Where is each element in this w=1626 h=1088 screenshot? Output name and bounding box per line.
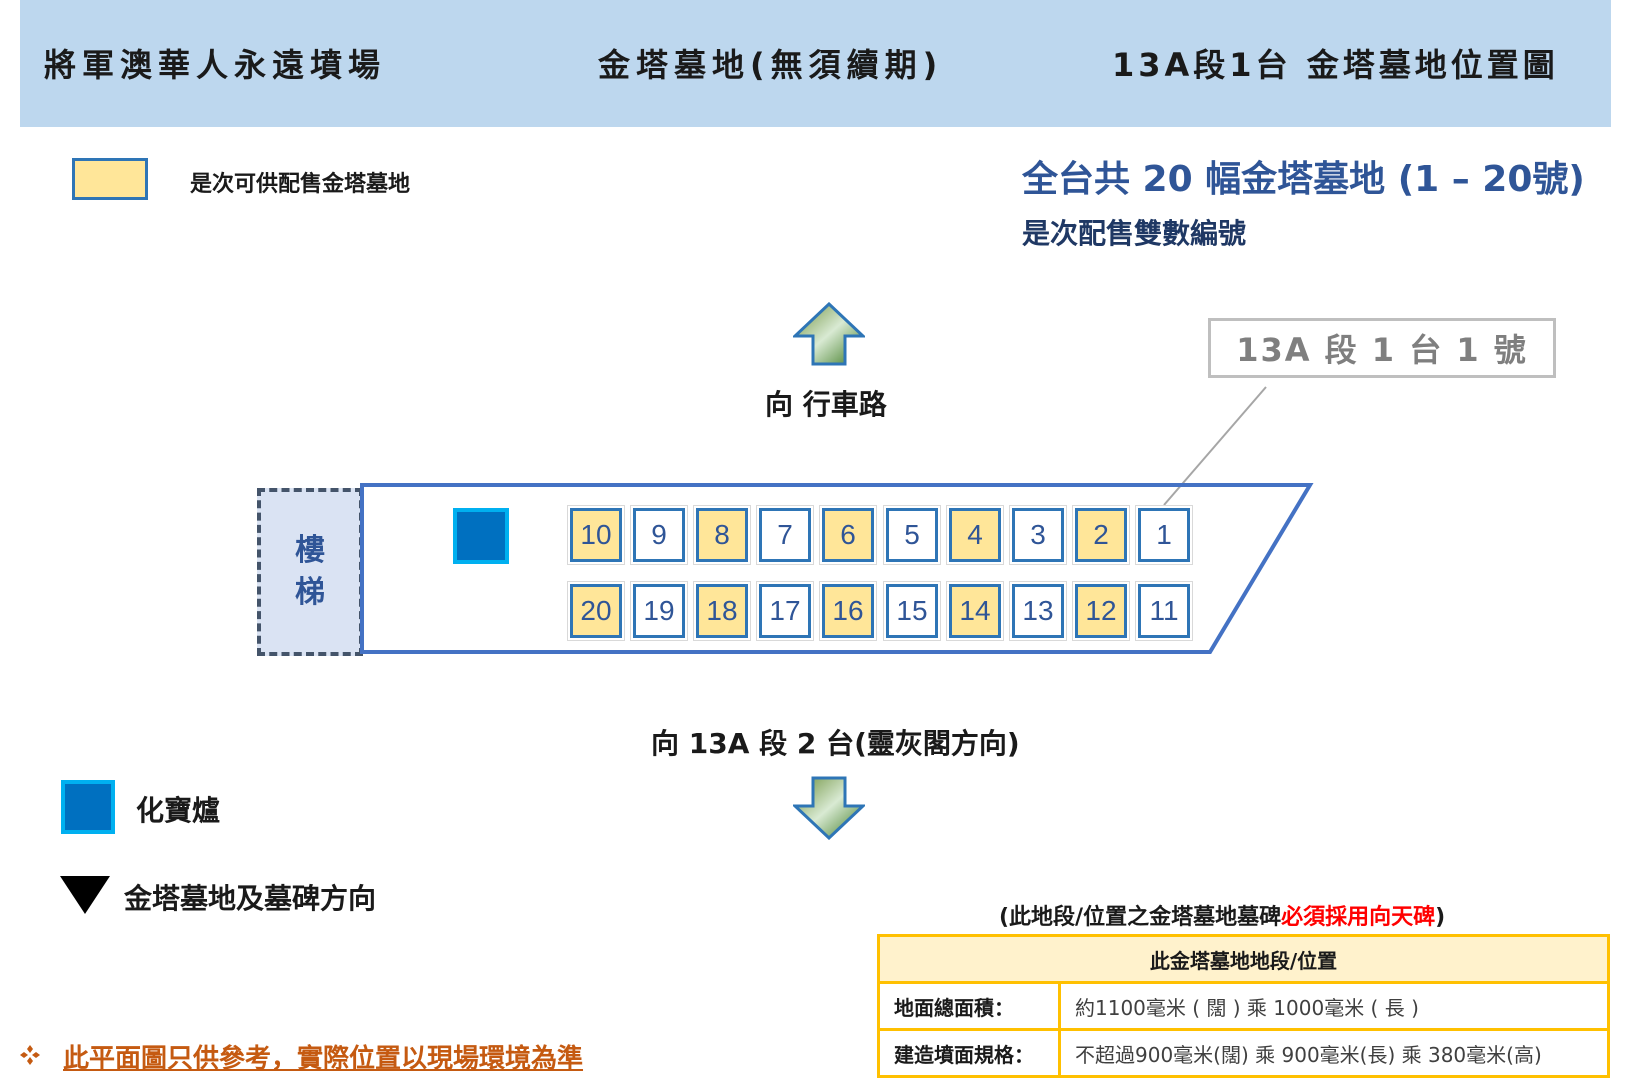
plot-10: 10 xyxy=(567,505,625,565)
plot-13: 13 xyxy=(1009,581,1067,641)
spec-key-area: 地面總面積： xyxy=(877,981,1061,1031)
plot-8: 8 xyxy=(693,505,751,565)
stairs-block: 樓 梯 xyxy=(257,488,363,656)
plot-5: 5 xyxy=(883,505,941,565)
triangle-down-icon xyxy=(60,876,110,914)
tombstone-note-suffix: ) xyxy=(1435,905,1446,930)
plot-12: 12 xyxy=(1072,581,1130,641)
allocation-note: 是次配售雙數編號 xyxy=(1022,217,1247,250)
stairs-label-2: 梯 xyxy=(295,575,325,610)
plot-3: 3 xyxy=(1009,505,1067,565)
plot-20: 20 xyxy=(567,581,625,641)
total-plots-summary: 全台共 20 幅金塔墓地 (1 – 20號) xyxy=(1022,159,1585,200)
direction-to-terrace-2: 向 13A 段 2 台(靈灰閣方向) xyxy=(651,727,1020,760)
tombstone-note-emphasis: 必須採用向天碑 xyxy=(1281,905,1436,930)
plot-9: 9 xyxy=(630,505,688,565)
spec-value-grave: 不超過900毫米(闊) 乘 900毫米(長) 乘 380毫米(高) xyxy=(1058,1028,1610,1078)
header-band: 將軍澳華人永遠墳場 金塔墓地(無須續期) 13A段1台 金塔墓地位置圖 xyxy=(20,0,1611,127)
stairs-label-1: 樓 xyxy=(295,533,325,568)
furnace-marker xyxy=(453,508,509,564)
direction-to-road: 向 行車路 xyxy=(765,388,887,421)
spec-table: 此金塔墓地地段/位置 地面總面積： 約1100毫米 ( 闊 ) 乘 1000毫米… xyxy=(877,934,1610,1078)
down-arrow-icon xyxy=(793,776,865,840)
available-legend-label: 是次可供配售金塔墓地 xyxy=(190,172,411,197)
table-row: 地面總面積： 約1100毫米 ( 闊 ) 乘 1000毫米 ( 長 ) xyxy=(877,981,1610,1031)
plot-16: 16 xyxy=(819,581,877,641)
plot-6: 6 xyxy=(819,505,877,565)
tombstone-note: (此地段/位置之金塔墓地墓碑必須採用向天碑) xyxy=(999,899,1445,931)
plot-2: 2 xyxy=(1072,505,1130,565)
disclaimer-text: 此平面圖只供參考，實際位置以現場環境為準 xyxy=(63,1044,584,1074)
diamond-bullet-icon xyxy=(20,1045,40,1065)
furnace-legend-swatch xyxy=(61,780,115,834)
plot-17: 17 xyxy=(756,581,814,641)
plot-type-title: 金塔墓地(無須續期) xyxy=(598,46,944,84)
tombstone-note-prefix: (此地段/位置之金塔墓地墓碑 xyxy=(999,905,1282,930)
plot-14: 14 xyxy=(946,581,1004,641)
available-legend-swatch xyxy=(72,158,148,200)
plot-1-callout: 13A 段 1 台 1 號 xyxy=(1208,318,1556,378)
terrace-outline xyxy=(360,483,1314,654)
furnace-legend-label: 化寶爐 xyxy=(136,794,221,827)
direction-legend-label: 金塔墓地及墓碑方向 xyxy=(124,882,377,915)
spec-key-grave: 建造墳面規格： xyxy=(877,1028,1061,1078)
spec-table-header: 此金塔墓地地段/位置 xyxy=(877,934,1610,984)
section-title: 13A段1台 金塔墓地位置圖 xyxy=(1112,46,1559,84)
spec-value-area: 約1100毫米 ( 闊 ) 乘 1000毫米 ( 長 ) xyxy=(1058,981,1610,1031)
plot-19: 19 xyxy=(630,581,688,641)
plot-4: 4 xyxy=(946,505,1004,565)
plot-11: 11 xyxy=(1135,581,1193,641)
plot-15: 15 xyxy=(883,581,941,641)
plot-7: 7 xyxy=(756,505,814,565)
up-arrow-icon xyxy=(793,302,865,366)
plot-18: 18 xyxy=(693,581,751,641)
plot-1: 1 xyxy=(1135,505,1193,565)
table-row: 建造墳面規格： 不超過900毫米(闊) 乘 900毫米(長) 乘 380毫米(高… xyxy=(877,1028,1610,1078)
cemetery-name: 將軍澳華人永遠墳場 xyxy=(44,46,387,84)
